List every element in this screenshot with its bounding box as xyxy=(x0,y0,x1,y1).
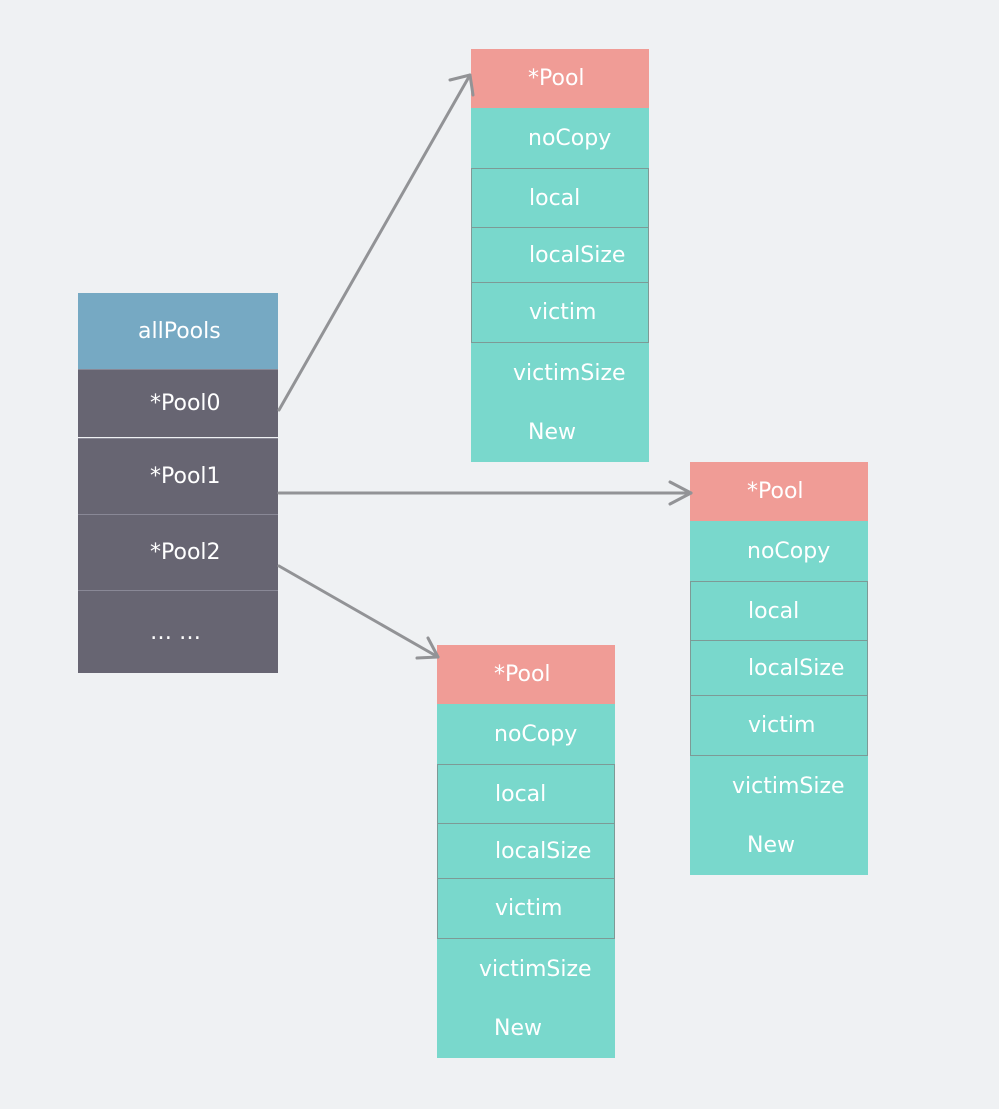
pool-field-local: local xyxy=(437,764,615,824)
pool-field-label: noCopy xyxy=(494,721,578,747)
arrow-pool1-head xyxy=(668,480,693,506)
pool-field-victim: victim xyxy=(471,283,649,343)
pool-field-label: local xyxy=(529,185,581,211)
pool-field-label: noCopy xyxy=(528,125,612,151)
pool-pointer-label: *Pool2 xyxy=(150,540,221,565)
pool-field-label: victimSize xyxy=(732,773,845,799)
arrow-pool0-line xyxy=(277,73,472,412)
pool-field-label: local xyxy=(748,598,800,624)
pool-field-nocopy: noCopy xyxy=(690,521,868,581)
pool-field-label: victimSize xyxy=(513,360,626,386)
pool-field-new: New xyxy=(437,999,615,1058)
pool-field-localsize: localSize xyxy=(437,824,615,879)
pool-field-label: victimSize xyxy=(479,956,592,982)
all-pools-table: allPools *Pool0 *Pool1 *Pool2 … … xyxy=(78,293,278,673)
pool-field-victim: victim xyxy=(437,879,615,939)
pool-struct-title: *Pool xyxy=(528,66,585,91)
pool-field-label: localSize xyxy=(495,838,592,864)
pool-pointer-row-1: *Pool1 xyxy=(78,438,278,514)
pool-field-new: New xyxy=(690,816,868,875)
pool-field-label: New xyxy=(747,833,795,858)
all-pools-header: allPools xyxy=(78,293,278,369)
pool-field-label: noCopy xyxy=(747,538,831,564)
pool-pointer-label: *Pool0 xyxy=(150,391,221,416)
pool-struct-0: *Pool noCopy local localSize victim vict… xyxy=(471,49,649,462)
pool-field-victimsize: victimSize xyxy=(471,343,649,403)
arrow-pool2-line xyxy=(277,564,440,659)
pool-pointer-row-0: *Pool0 xyxy=(78,369,278,437)
pool-field-local: local xyxy=(471,168,649,228)
pool-field-victimsize: victimSize xyxy=(690,756,868,816)
pool-field-label: victim xyxy=(495,896,563,921)
pool-struct-2: *Pool noCopy local localSize victim vict… xyxy=(437,645,615,1058)
pool-struct-header: *Pool xyxy=(690,462,868,521)
pool-field-local: local xyxy=(690,581,868,641)
pool-field-label: local xyxy=(495,781,547,807)
pool-field-localsize: localSize xyxy=(471,228,649,283)
pool-field-victim: victim xyxy=(690,696,868,756)
pool-field-new: New xyxy=(471,403,649,462)
pool-struct-header: *Pool xyxy=(437,645,615,704)
more-pools-ellipsis: … … xyxy=(150,619,201,645)
pool-struct-1: *Pool noCopy local localSize victim vict… xyxy=(690,462,868,875)
pool-field-victimsize: victimSize xyxy=(437,939,615,999)
pool-struct-header: *Pool xyxy=(471,49,649,108)
pool-pointer-row-2: *Pool2 xyxy=(78,514,278,590)
arrow-pool2-head xyxy=(415,636,440,660)
pool-field-label: localSize xyxy=(748,655,845,681)
pool-field-nocopy: noCopy xyxy=(471,108,649,168)
pool-field-label: New xyxy=(494,1016,542,1041)
pool-field-localsize: localSize xyxy=(690,641,868,696)
pool-struct-title: *Pool xyxy=(747,479,804,504)
all-pools-title: allPools xyxy=(138,318,221,344)
arrow-pool0-head xyxy=(448,73,475,97)
pool-pointer-label: *Pool1 xyxy=(150,464,221,489)
pool-field-label: New xyxy=(528,420,576,445)
pool-field-label: victim xyxy=(529,300,597,325)
pool-field-label: victim xyxy=(748,713,816,738)
pool-struct-title: *Pool xyxy=(494,662,551,687)
pool-field-label: localSize xyxy=(529,242,626,268)
pool-pointer-row-more: … … xyxy=(78,590,278,673)
pool-field-nocopy: noCopy xyxy=(437,704,615,764)
